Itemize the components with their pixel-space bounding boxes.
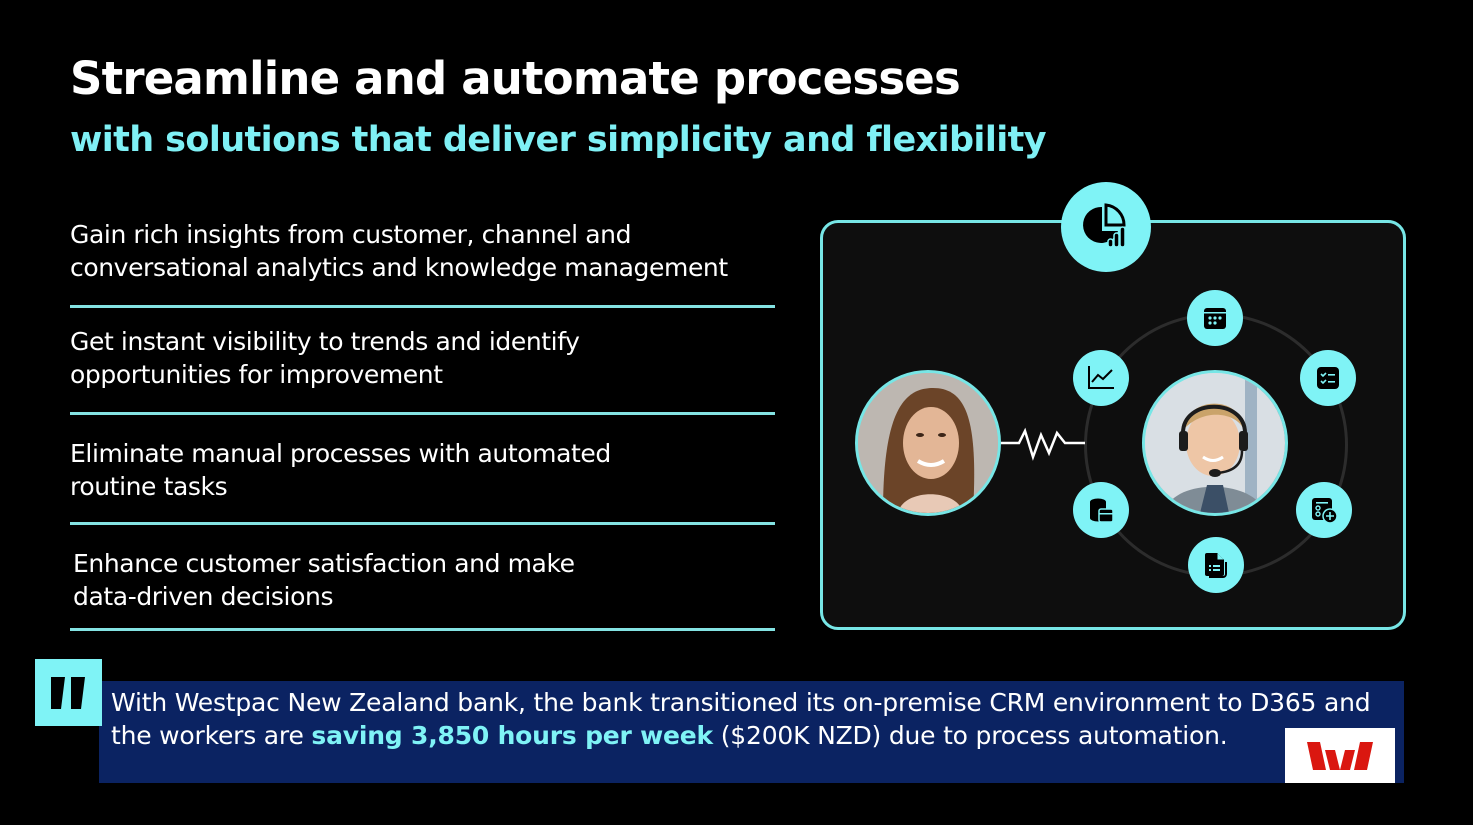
westpac-logo	[1285, 728, 1395, 783]
calendar-icon	[1187, 290, 1243, 346]
checklist-icon	[1300, 350, 1356, 406]
pie-chart-analytics-icon	[1061, 182, 1151, 272]
page-subtitle: with solutions that deliver simplicity a…	[70, 120, 1047, 160]
agent-avatar	[1142, 370, 1288, 516]
testimonial-text-part: With Westpac New Zealand bank, the bank …	[111, 688, 1371, 750]
divider	[70, 628, 775, 631]
divider	[70, 412, 775, 415]
benefit-item: Gain rich insights from customer, channe…	[70, 218, 775, 284]
customer-avatar	[855, 370, 1001, 516]
divider	[70, 522, 775, 525]
benefit-item: Get instant visibility to trends and ide…	[70, 325, 775, 391]
testimonial-highlight: saving 3,850 hours per week	[311, 721, 713, 750]
testimonial-box: With Westpac New Zealand bank, the bank …	[99, 681, 1404, 783]
benefit-line: Enhance customer satisfaction and make	[73, 549, 575, 578]
testimonial-text: With Westpac New Zealand bank, the bank …	[111, 686, 1381, 752]
benefit-line: data-driven decisions	[73, 582, 334, 611]
connection-wave-icon	[1001, 427, 1085, 461]
benefit-line: routine tasks	[70, 472, 228, 501]
database-table-icon	[1073, 482, 1129, 538]
benefit-item: Enhance customer satisfaction and make d…	[73, 547, 778, 613]
benefit-line: opportunities for improvement	[70, 360, 443, 389]
benefit-line: conversational analytics and knowledge m…	[70, 253, 728, 282]
testimonial-text-part: ($200K NZD) due to process automation.	[713, 721, 1228, 750]
document-list-icon	[1188, 537, 1244, 593]
benefit-line: Eliminate manual processes with automate…	[70, 439, 611, 468]
page-title: Streamline and automate processes	[70, 52, 961, 105]
line-chart-icon	[1073, 350, 1129, 406]
quote-mark-icon	[35, 659, 102, 726]
benefit-item: Eliminate manual processes with automate…	[70, 437, 775, 503]
divider	[70, 305, 775, 308]
benefit-line: Gain rich insights from customer, channe…	[70, 220, 632, 249]
benefit-line: Get instant visibility to trends and ide…	[70, 327, 580, 356]
form-add-icon	[1296, 482, 1352, 538]
